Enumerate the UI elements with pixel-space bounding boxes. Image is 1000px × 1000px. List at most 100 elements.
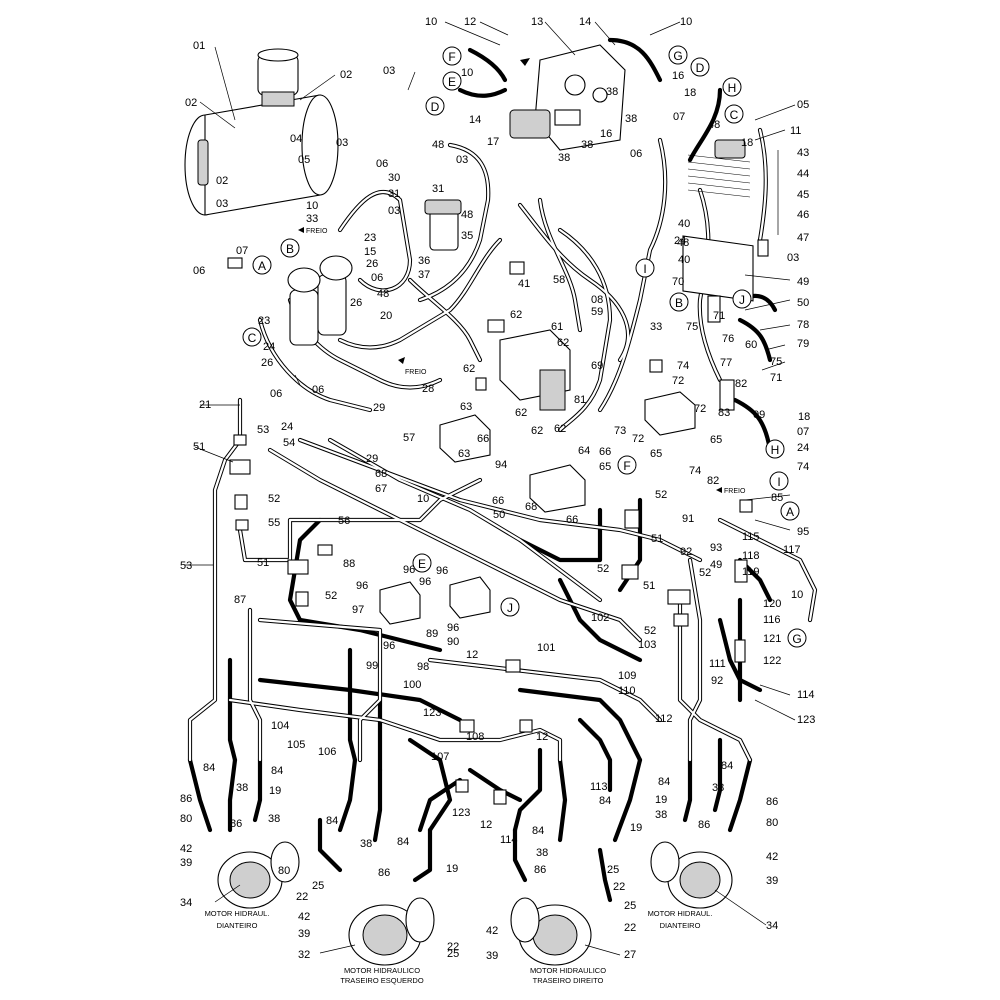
- callout: 47: [797, 232, 809, 244]
- callout: 123: [452, 807, 470, 819]
- callout: 06: [371, 272, 383, 284]
- callout: 40: [678, 218, 690, 230]
- svg-text:C: C: [248, 331, 257, 345]
- callout: 81: [574, 394, 586, 406]
- caption-rear-left-2: TRASEIRO ESQUERDO: [340, 976, 424, 985]
- callout: 86: [534, 864, 546, 876]
- callout: 86: [180, 793, 192, 805]
- svg-text:H: H: [771, 443, 780, 457]
- callout: 96: [447, 622, 459, 634]
- caption-rear-left-1: MOTOR HIDRAULICO: [344, 966, 420, 975]
- callout: 06: [630, 148, 642, 160]
- callout: 48: [461, 209, 473, 221]
- valve-block-63: [439, 414, 491, 463]
- callout: 86: [230, 818, 242, 830]
- callout: 05: [797, 99, 809, 111]
- callout: 69: [591, 360, 603, 372]
- callout: 12: [536, 731, 548, 743]
- callout: 38: [236, 782, 248, 794]
- callout: 121: [763, 633, 781, 645]
- callout: 56: [338, 515, 350, 527]
- callout: 112: [655, 713, 673, 725]
- callout: 19: [655, 794, 667, 806]
- callout: 102: [591, 612, 609, 624]
- freio-tag-1: FREIO: [306, 228, 328, 235]
- callout: 39: [298, 928, 310, 940]
- connector-g-top: G: [668, 45, 688, 65]
- callout: 119: [742, 566, 760, 578]
- callout: 63: [460, 401, 472, 413]
- svg-text:E: E: [418, 557, 426, 571]
- callout: 96: [356, 580, 368, 592]
- callout: 111: [709, 658, 726, 670]
- callout: 66: [477, 433, 489, 445]
- callout: 85: [771, 492, 783, 504]
- callout: 22: [624, 922, 636, 934]
- callout: 30: [388, 172, 400, 184]
- callout: 80: [766, 817, 778, 829]
- callout: 84: [271, 765, 283, 777]
- callout: 50: [493, 509, 505, 521]
- callout: 21: [199, 399, 211, 411]
- callout: 07: [797, 426, 809, 438]
- callout: 39: [766, 875, 778, 887]
- callout: 02: [216, 175, 228, 187]
- callout: 03: [383, 65, 395, 77]
- callout: 16: [600, 128, 612, 140]
- callout: 62: [554, 423, 566, 435]
- callout: 25: [447, 948, 459, 960]
- callout: 48: [677, 237, 689, 249]
- tank-filter-cap: [257, 48, 299, 107]
- callout: 45: [797, 189, 809, 201]
- connector-h-right: H: [765, 439, 785, 459]
- callout: 03: [336, 137, 348, 149]
- front-right-motor: [650, 841, 733, 909]
- svg-text:D: D: [431, 100, 440, 114]
- svg-text:C: C: [730, 108, 739, 122]
- hydraulic-filters: [287, 255, 353, 346]
- callout: 62: [557, 337, 569, 349]
- callout: 113: [590, 781, 608, 793]
- callout: 103: [638, 639, 656, 651]
- callout: 86: [378, 867, 390, 879]
- svg-text:J: J: [739, 293, 745, 307]
- callout: 35: [461, 230, 473, 242]
- callout: 108: [466, 731, 484, 743]
- callout: 114: [500, 834, 518, 846]
- callout: 68: [375, 468, 387, 480]
- connector-a-right: A: [780, 501, 800, 521]
- callout: 59: [591, 306, 603, 318]
- callout: 24: [674, 235, 686, 247]
- fittings: [227, 239, 769, 805]
- callout: 34: [766, 920, 778, 932]
- part-callouts: 01 02 02 02 03 03 03 03 03 03 04 05 05 0…: [180, 16, 815, 962]
- callout: 74: [677, 360, 689, 372]
- callout: 52: [325, 590, 337, 602]
- connector-a-left: A: [252, 255, 272, 275]
- callout: 75: [770, 356, 782, 368]
- callout: 107: [431, 751, 449, 763]
- main-pump: [509, 44, 626, 151]
- inline-filter: [424, 199, 462, 251]
- callout: 71: [713, 310, 725, 322]
- callout: 03: [787, 252, 799, 264]
- callout: 105: [287, 739, 305, 751]
- connector-j-middle: J: [500, 597, 520, 617]
- callout: 38: [606, 86, 618, 98]
- callout: 38: [360, 838, 372, 850]
- callout: 18: [798, 411, 810, 423]
- callout: 62: [463, 363, 475, 375]
- callout: 52: [597, 563, 609, 575]
- callout: 26: [350, 297, 362, 309]
- connector-e-top: E: [442, 71, 462, 91]
- callout: 10: [425, 16, 437, 28]
- hose-network-inner: [188, 128, 817, 762]
- callout: 51: [651, 533, 663, 545]
- callout: 51: [643, 580, 655, 592]
- callout: 74: [797, 461, 809, 473]
- valve-block-61: [499, 329, 571, 411]
- svg-text:F: F: [623, 459, 630, 473]
- callout: 24: [281, 421, 293, 433]
- svg-text:H: H: [728, 81, 737, 95]
- callout: 10: [306, 200, 318, 212]
